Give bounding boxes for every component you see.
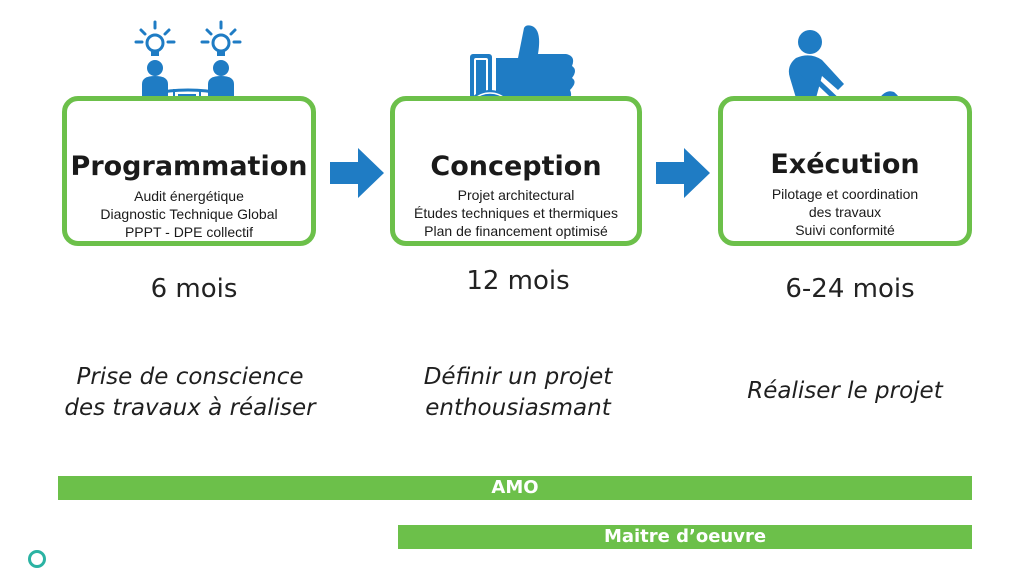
arrow-right-icon	[330, 148, 384, 198]
stage-item: PPPT - DPE collectif	[124, 224, 254, 240]
stage-item: Études techniques et thermiques	[414, 205, 618, 221]
stage-goal-line: Prise de conscience	[76, 364, 304, 390]
stage-items: Projet architectural Études techniques e…	[395, 186, 637, 240]
stage-programmation: Programmation Audit énergétique Diagnost…	[62, 96, 316, 246]
stage-goal-line: Définir un projet	[423, 364, 613, 390]
stage-execution: Exécution Pilotage et coordination des t…	[718, 96, 972, 246]
stage-items: Pilotage et coordination des travaux Sui…	[723, 185, 967, 239]
stage-item: Plan de financement optimisé	[424, 223, 608, 239]
stage-title: Exécution	[770, 149, 920, 180]
stage-items: Audit énergétique Diagnostic Technique G…	[67, 187, 311, 241]
stage-goal: Définir un projet enthousiasmant	[368, 362, 668, 424]
stage-goal-line: enthousiasmant	[425, 395, 611, 421]
arrow-right-icon	[656, 148, 710, 198]
stage-goal-line: des travaux à réaliser	[64, 395, 316, 421]
stage-item: Diagnostic Technique Global	[100, 206, 278, 222]
corner-mark	[28, 550, 46, 568]
stage-goal-line: Réaliser le projet	[747, 378, 943, 404]
stage-duration: 12 mois	[466, 266, 570, 296]
stage-item: Pilotage et coordination	[771, 186, 919, 202]
stage-goal: Prise de conscience des travaux à réalis…	[40, 362, 340, 424]
stage-goal: Réaliser le projet	[700, 376, 990, 407]
stage-title: Programmation	[70, 151, 308, 182]
stage-item: Audit énergétique	[134, 188, 244, 204]
maitre-oeuvre-bar: Maitre d’oeuvre	[398, 525, 972, 549]
stage-conception: Conception Projet architectural Études t…	[390, 96, 642, 246]
stage-item: des travaux	[808, 204, 882, 220]
amo-bar: AMO	[58, 476, 972, 500]
stage-duration: 6 mois	[150, 274, 238, 304]
stage-duration: 6-24 mois	[785, 274, 915, 304]
stage-title: Conception	[430, 151, 602, 182]
stage-item: Suivi conformité	[795, 222, 895, 238]
stage-item: Projet architectural	[457, 187, 575, 203]
